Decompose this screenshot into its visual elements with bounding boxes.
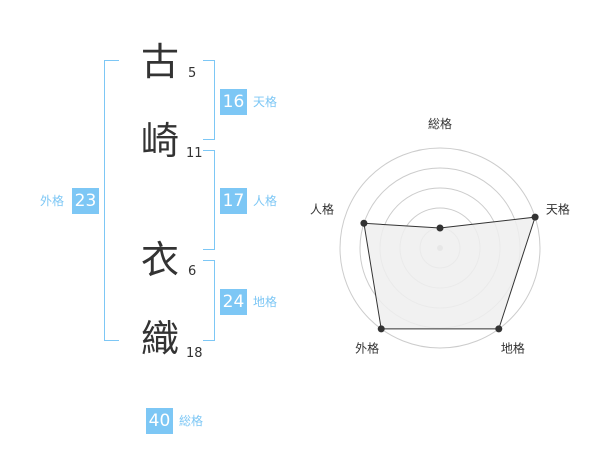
radar-area xyxy=(363,216,536,330)
radar-axis-label-2: 天格 xyxy=(546,202,570,217)
gaikaku-label: 外格 xyxy=(40,194,65,208)
jinkaku-value-badge: 17 xyxy=(220,188,247,214)
stroke-count-4: 18 xyxy=(186,346,203,361)
gaikaku-bracket xyxy=(104,60,119,341)
stroke-count-3: 6 xyxy=(188,264,197,279)
radar-axis-label-3: 地格 xyxy=(501,340,525,355)
name-char-1: 古 xyxy=(141,40,180,84)
radar-point-4 xyxy=(377,325,385,333)
radar-point-1 xyxy=(436,224,444,232)
chikaku-value-badge: 24 xyxy=(220,289,247,315)
jinkaku-bracket xyxy=(203,150,215,250)
tenkaku-value-badge: 16 xyxy=(220,89,247,115)
radar-point-2 xyxy=(531,213,539,221)
stroke-count-1: 5 xyxy=(188,66,197,81)
name-char-4: 織 xyxy=(141,317,180,361)
radar-axis-label-5: 人格 xyxy=(310,202,334,217)
radar-point-5 xyxy=(360,219,368,227)
jinkaku-label: 人格 xyxy=(253,194,278,208)
name-char-2: 崎 xyxy=(141,119,180,163)
tenkaku-label: 天格 xyxy=(253,95,278,109)
radar-axis-label-1: 総格 xyxy=(428,116,452,131)
radar-point-3 xyxy=(495,325,503,333)
soukaku-label: 総格 xyxy=(179,414,204,428)
gaikaku-value-badge: 23 xyxy=(72,188,99,214)
name-char-3: 衣 xyxy=(141,238,180,282)
radar-ring xyxy=(339,147,541,349)
soukaku-value-badge: 40 xyxy=(146,408,173,434)
tenkaku-bracket xyxy=(203,60,215,140)
chikaku-label: 地格 xyxy=(253,295,278,309)
chikaku-bracket xyxy=(203,260,215,341)
stroke-count-2: 11 xyxy=(186,146,203,161)
radar-axis-label-4: 外格 xyxy=(355,340,379,355)
